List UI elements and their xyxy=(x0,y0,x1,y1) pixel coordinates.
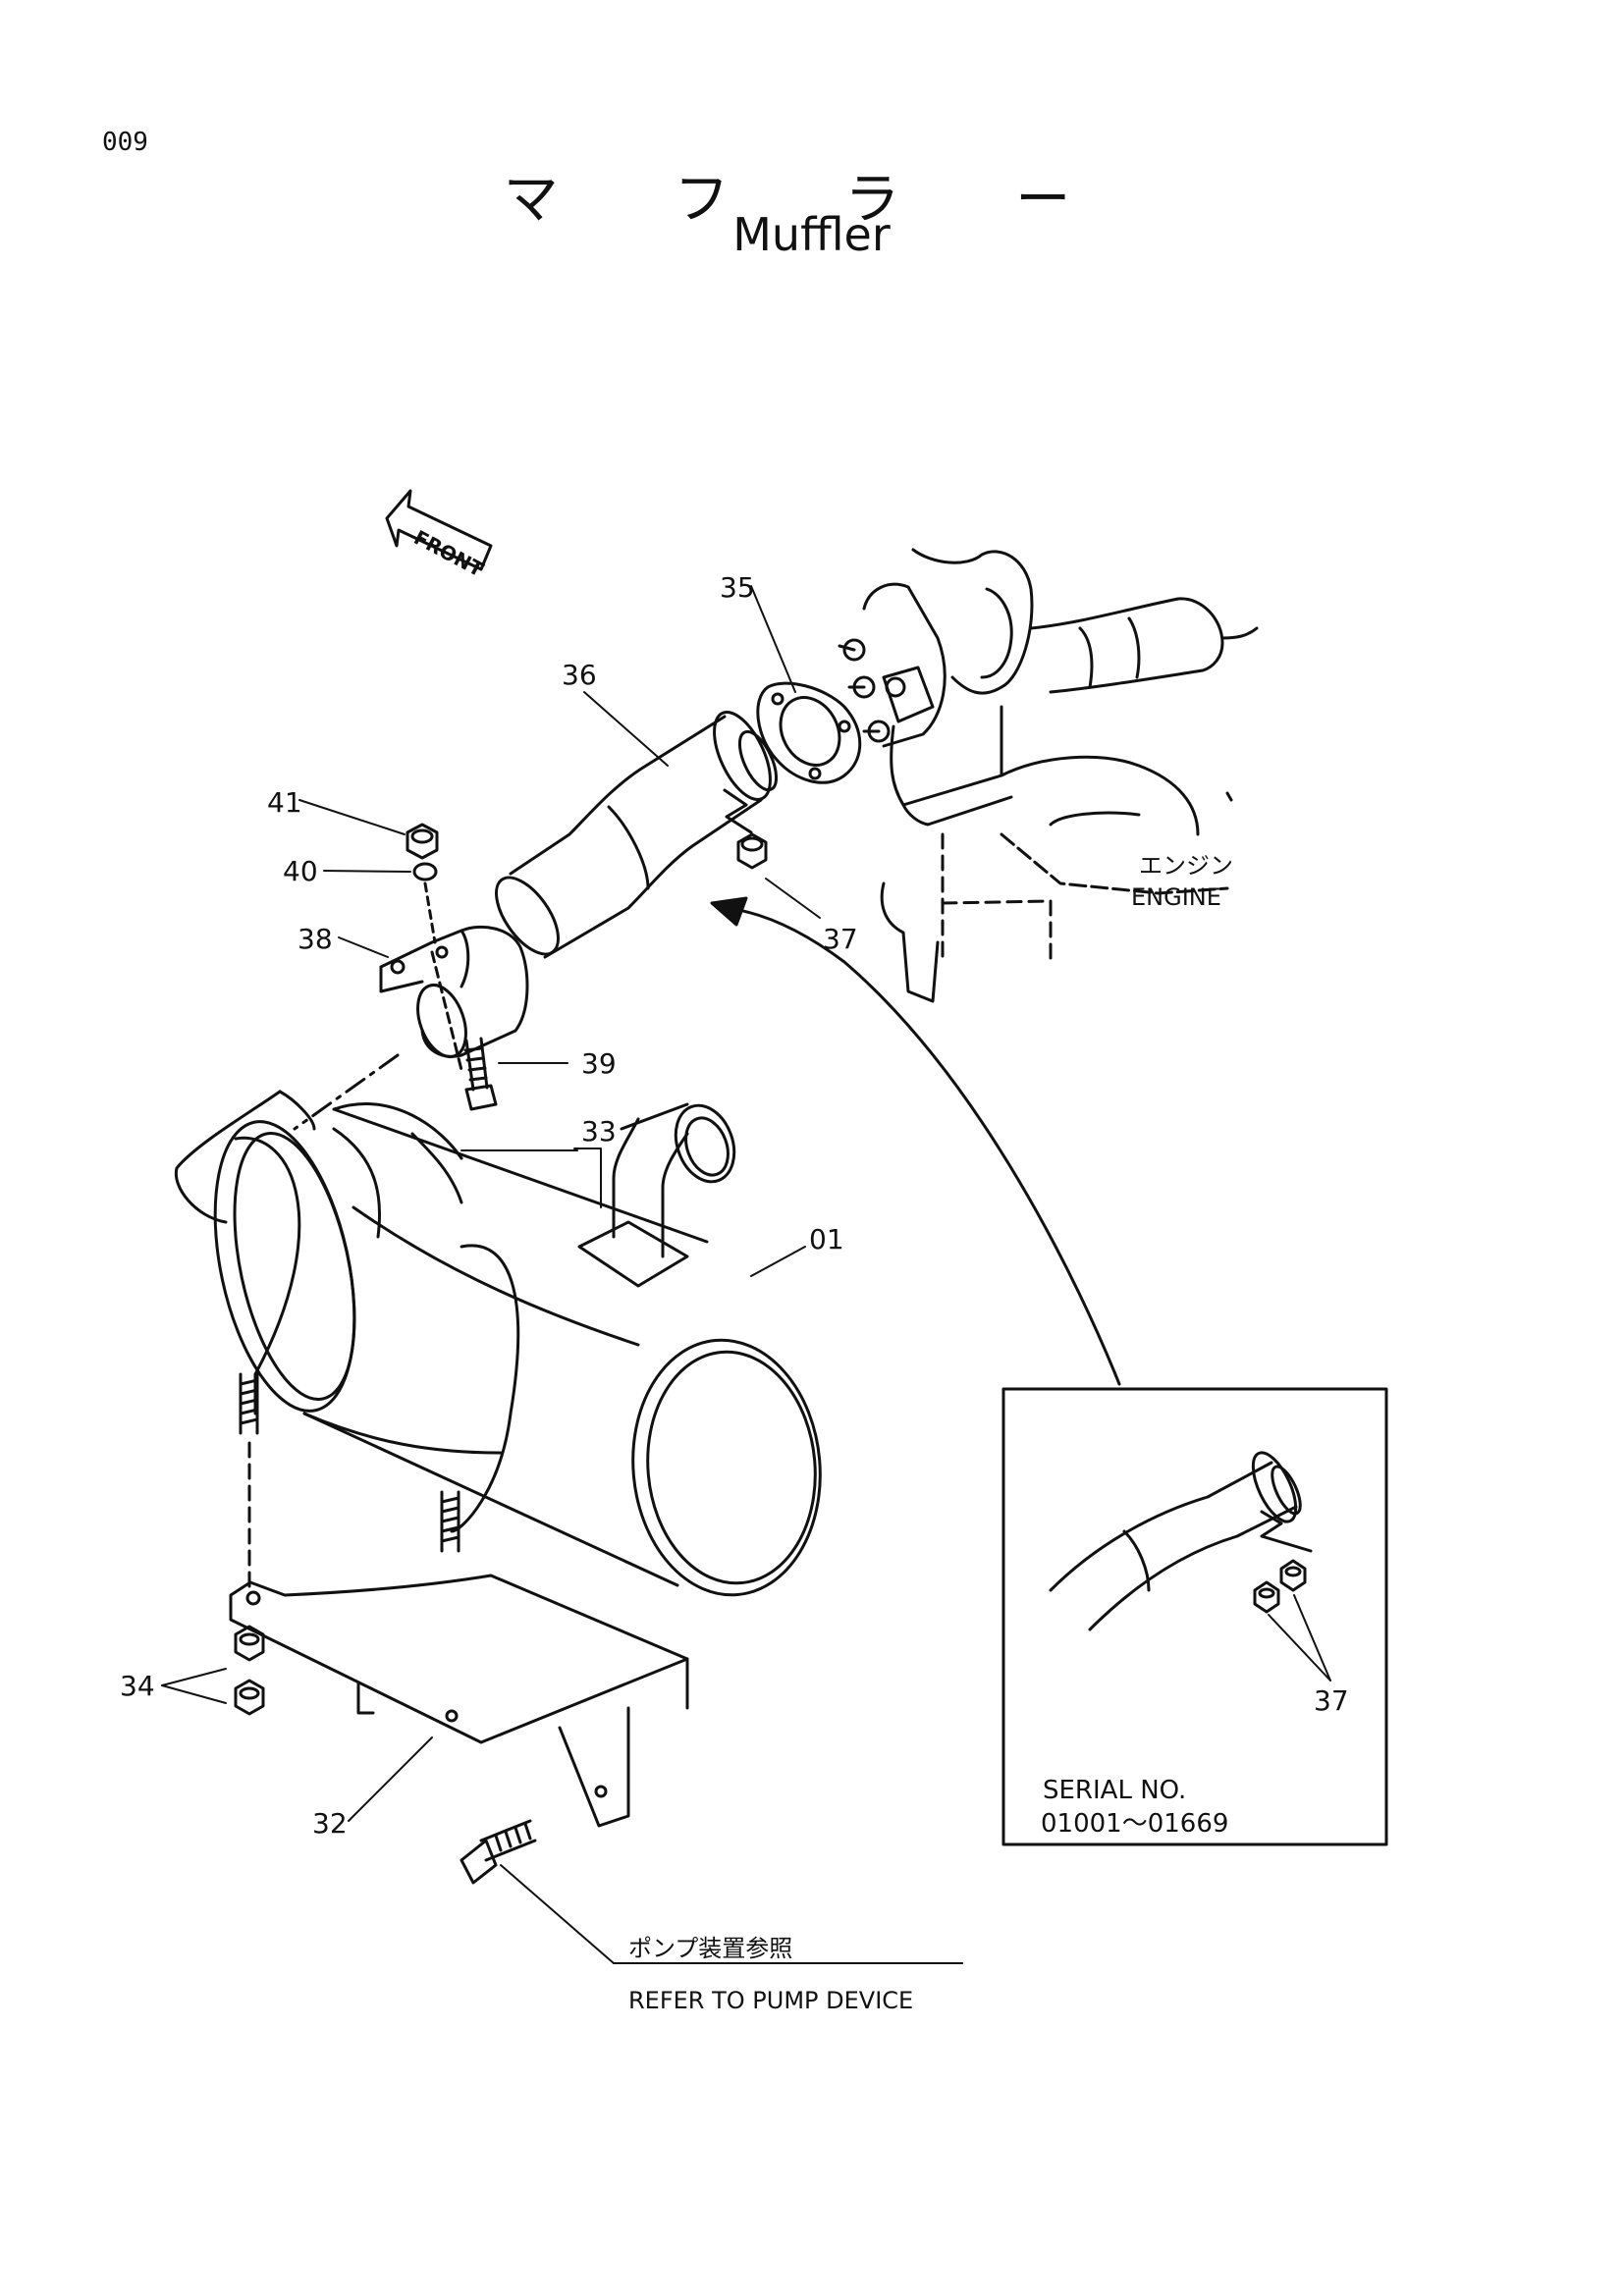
bracket-32 xyxy=(229,1574,689,1828)
front-label: FRONT xyxy=(410,525,488,581)
nut-41 xyxy=(406,823,439,860)
callout-41: 41 xyxy=(267,786,302,819)
callout-33: 33 xyxy=(581,1115,617,1148)
callout-34: 34 xyxy=(120,1670,155,1702)
callout-40: 40 xyxy=(283,855,318,887)
callout-32: 32 xyxy=(312,1807,348,1840)
page-title-japanese: マ フ ラ ー xyxy=(503,168,1120,232)
callout-36: 36 xyxy=(562,659,597,691)
clamp-38 xyxy=(379,925,529,1072)
callout-39: 39 xyxy=(581,1047,617,1080)
curved-arrow-icon xyxy=(710,896,1121,1386)
washer-40 xyxy=(412,862,438,944)
exhaust-pipe-36 xyxy=(495,711,779,959)
gasket-35 xyxy=(756,681,862,784)
callout-35: 35 xyxy=(720,571,755,604)
serial-number-range: 01001～01669 xyxy=(1041,1809,1228,1839)
nut-37 xyxy=(736,832,768,870)
callout-37: 37 xyxy=(823,923,858,955)
callout-37-inset: 37 xyxy=(1314,1684,1349,1717)
serial-inset-box xyxy=(1001,1387,1388,1846)
bolt-39 xyxy=(463,1037,498,1111)
pump-device-bolt xyxy=(460,1819,537,1885)
page-title: Muffler xyxy=(732,208,891,261)
callout-38: 38 xyxy=(298,923,333,955)
serial-number-label: SERIAL NO. xyxy=(1043,1776,1186,1805)
engine-label-japanese: エンジン xyxy=(1139,852,1233,880)
nuts-34 xyxy=(234,1625,265,1716)
callout-01: 01 xyxy=(809,1223,844,1255)
front-arrow-icon xyxy=(385,489,493,571)
refer-note: REFER TO PUMP DEVICE xyxy=(628,1987,913,2014)
muffler-01 xyxy=(174,1090,822,1597)
engine-drawing xyxy=(838,548,1259,1003)
refer-note-japanese: ポンプ装置参照 xyxy=(628,1935,792,1962)
page-number: 009 xyxy=(102,128,148,157)
u-bolt-threads xyxy=(239,1372,460,1592)
engine-label: ENGINE xyxy=(1131,883,1221,911)
